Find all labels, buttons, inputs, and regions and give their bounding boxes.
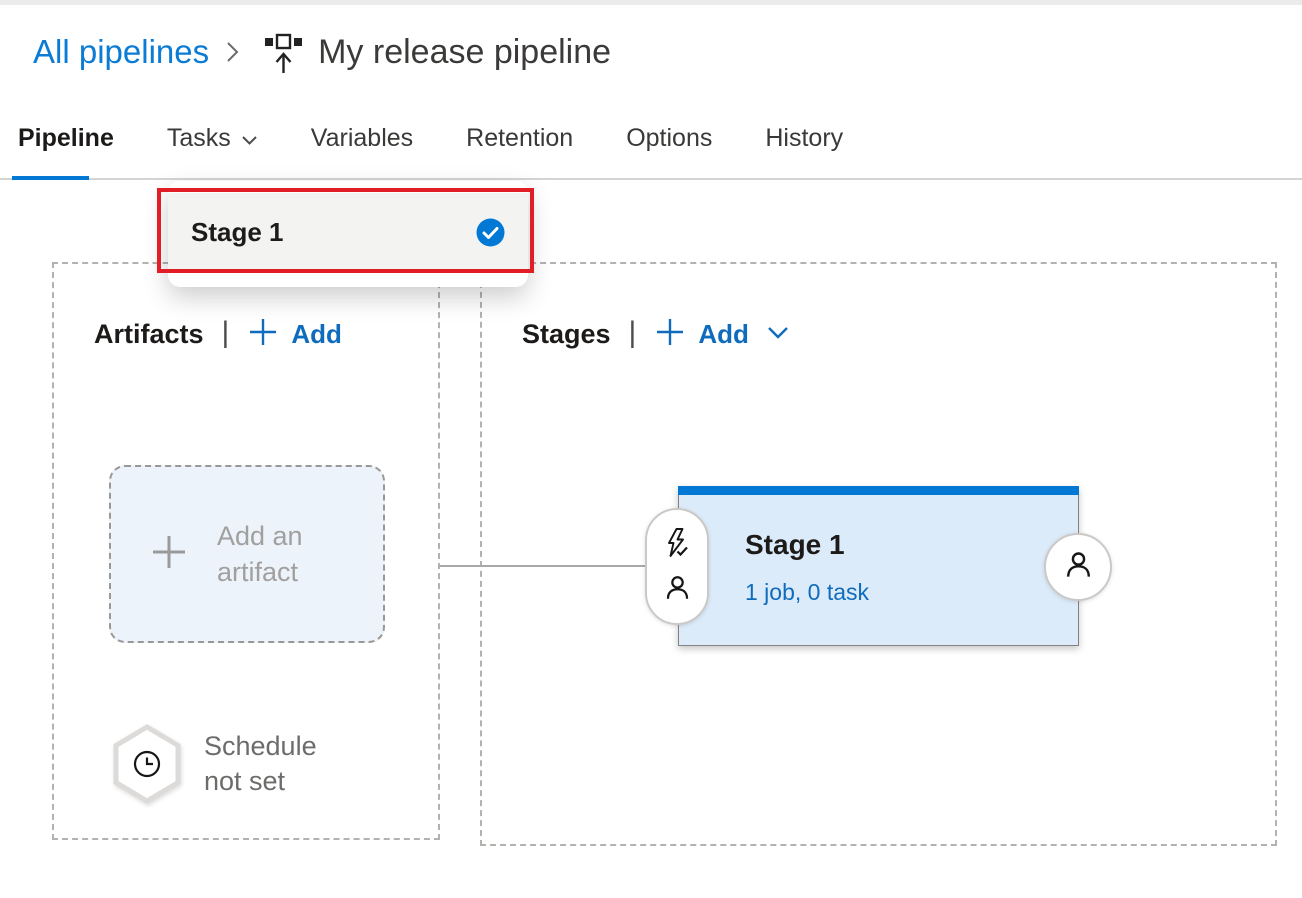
chevron-right-icon	[225, 40, 240, 64]
tab-tasks-label: Tasks	[166, 124, 231, 152]
active-tab-indicator	[12, 176, 89, 180]
schedule-trigger[interactable]: Schedule not set	[112, 724, 344, 804]
person-icon	[1064, 550, 1093, 584]
artifact-stage-connector	[440, 565, 648, 567]
stages-header: Stages | Add	[522, 316, 789, 353]
stage-card-title: Stage 1	[745, 529, 845, 560]
tab-pipeline[interactable]: Pipeline	[18, 124, 114, 153]
lightning-check-icon	[663, 527, 691, 564]
tasks-dropdown-menu: Stage 1	[168, 181, 528, 287]
tab-history[interactable]: History	[765, 124, 843, 153]
artifacts-title: Artifacts	[94, 319, 204, 349]
add-an-artifact-box[interactable]: Add an artifact	[109, 465, 385, 643]
add-artifact-button[interactable]: Add	[247, 316, 342, 353]
tab-variables[interactable]: Variables	[311, 124, 413, 153]
page-title: My release pipeline	[318, 32, 612, 71]
tab-options[interactable]: Options	[626, 124, 712, 153]
chevron-down-icon	[767, 326, 789, 344]
artifacts-panel: Artifacts | Add Add an artifact	[52, 262, 440, 840]
artifacts-header: Artifacts | Add	[94, 316, 342, 353]
stage-card[interactable]: Stage 1 1 job, 0 task	[678, 486, 1079, 646]
artifacts-separator: |	[221, 315, 230, 349]
add-stage-label: Add	[698, 319, 749, 349]
stages-panel: Stages | Add	[480, 262, 1277, 846]
schedule-label: Schedule not set	[204, 730, 317, 796]
check-circle-icon	[475, 217, 506, 253]
tab-retention[interactable]: Retention	[466, 124, 573, 153]
post-deployment-approvals-button[interactable]	[1044, 533, 1112, 601]
plus-icon	[654, 316, 686, 353]
plus-icon	[147, 530, 191, 579]
add-artifact-label: Add	[291, 319, 342, 349]
tab-variables-label: Variables	[310, 124, 414, 152]
breadcrumb-all-pipelines-link[interactable]: All pipelines	[33, 33, 210, 70]
add-stage-button[interactable]: Add	[654, 316, 789, 353]
stage-card-jobs-link[interactable]: 1 job, 0 task	[745, 579, 870, 605]
tab-pipeline-label: Pipeline	[18, 124, 114, 152]
release-pipeline-icon	[264, 33, 303, 75]
person-icon	[664, 574, 691, 606]
add-an-artifact-label: Add an artifact	[217, 520, 303, 587]
breadcrumb: All pipelines My release pipeline	[33, 26, 611, 78]
clock-icon	[132, 749, 162, 784]
tabs-divider	[0, 178, 1302, 180]
pre-deployment-conditions-button[interactable]	[645, 508, 709, 625]
plus-icon	[247, 316, 279, 353]
stages-separator: |	[628, 315, 637, 349]
tab-tasks[interactable]: Tasks	[167, 124, 258, 153]
dropdown-item-label: Stage 1	[191, 216, 284, 247]
stage-card-accent-bar	[678, 486, 1079, 495]
tab-bar: Pipeline Tasks Variables Retention Optio…	[18, 124, 843, 153]
schedule-hexagon	[112, 724, 182, 804]
tab-retention-label: Retention	[466, 124, 574, 152]
chevron-down-icon	[241, 124, 258, 153]
top-scroll-strip	[0, 0, 1302, 5]
stages-title: Stages	[522, 319, 611, 349]
tab-history-label: History	[765, 124, 844, 152]
tasks-dropdown-item-stage1[interactable]: Stage 1	[168, 193, 528, 271]
tab-options-label: Options	[626, 124, 713, 152]
